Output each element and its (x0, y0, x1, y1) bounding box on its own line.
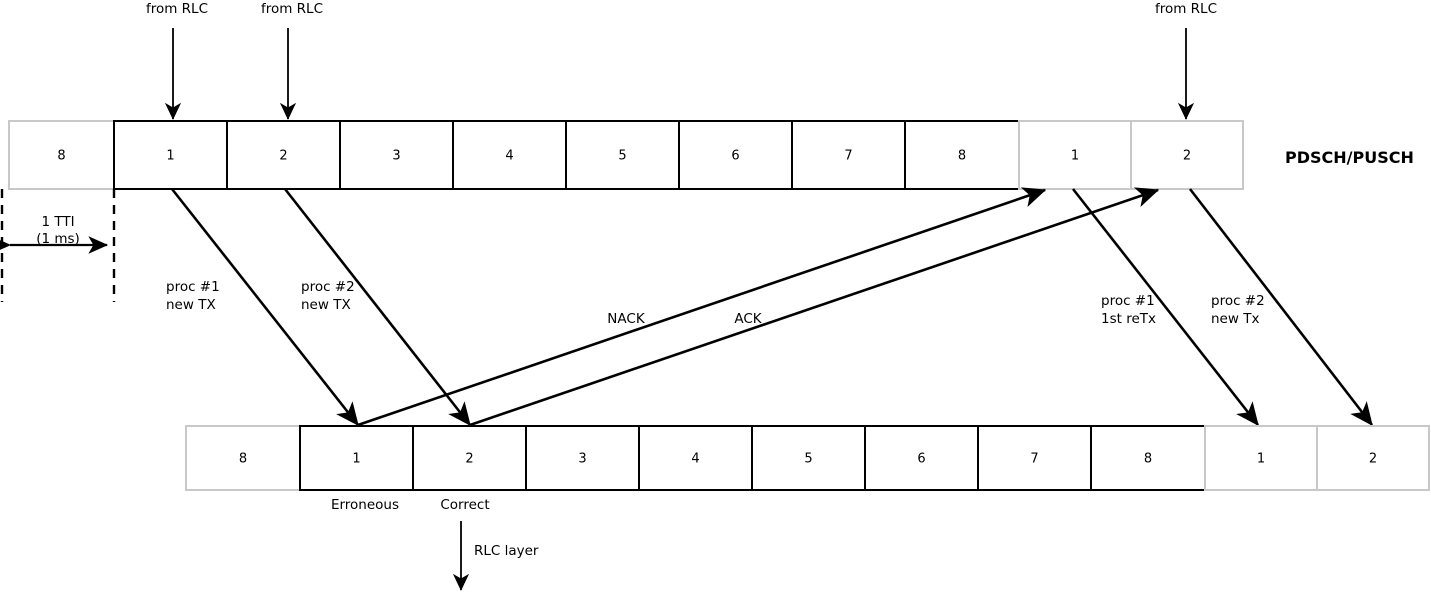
top-cell-5 (565, 120, 680, 190)
top-cell-2 (226, 120, 341, 190)
bottom-cell-0 (185, 425, 301, 491)
tti-label-line1: 1 TTI (41, 214, 74, 230)
bottom-cell-label-9: 1 (1257, 452, 1265, 467)
top-cell-label-9: 1 (1071, 149, 1079, 164)
bottom-cell-6 (864, 425, 979, 491)
top-cell-6 (678, 120, 793, 190)
proc1-retx-label-line2: 1st reTx (1101, 311, 1156, 327)
feedback-arrows: NACK ACK (357, 187, 1160, 427)
top-cell-label-1: 1 (166, 149, 174, 164)
bottom-cell-label-10: 2 (1369, 452, 1377, 467)
proc1-new-label-line1: proc #1 (166, 279, 220, 295)
top-cell-label-6: 6 (731, 149, 739, 164)
bottom-cell-3 (525, 425, 640, 491)
top-cell-9 (1018, 120, 1132, 190)
correct-label: Correct (440, 497, 489, 513)
from-rlc-label-1: from RLC (146, 1, 208, 17)
bottom-cell-9 (1204, 425, 1318, 491)
rlc-layer-group: RLC layer (452, 521, 539, 591)
bottom-cell-10 (1316, 425, 1430, 491)
ack-label: ACK (734, 311, 762, 327)
bottom-cell-7 (977, 425, 1092, 491)
bottom-cell-1 (299, 425, 414, 491)
top-cell-label-10: 2 (1183, 149, 1191, 164)
nack-arrow (357, 187, 1047, 427)
ack-arrow (469, 187, 1160, 427)
bottom-cell-label-1: 1 (352, 452, 360, 467)
bottom-cell-label-7: 7 (1030, 452, 1038, 467)
top-cell-label-4: 4 (505, 149, 513, 164)
from-rlc-group: from RLC from RLC from RLC (146, 1, 1217, 120)
top-row-timeline: 8 1 2 3 4 5 6 7 8 1 2 (8, 120, 1244, 190)
top-cell-label-8: 8 (958, 149, 966, 164)
bottom-cell-label-2: 2 (465, 452, 473, 467)
proc2-new-label-line1: proc #2 (301, 279, 355, 295)
top-cell-1 (113, 120, 228, 190)
bottom-cell-label-3: 3 (578, 452, 586, 467)
top-cell-10 (1130, 120, 1244, 190)
proc2-newtx-label-line1: proc #2 (1211, 293, 1265, 309)
proc1-new-label-line2: new TX (166, 297, 216, 313)
bottom-cell-label-6: 6 (917, 452, 925, 467)
top-cell-7 (791, 120, 906, 190)
bottom-cell-4 (638, 425, 753, 491)
from-rlc-label-3: from RLC (1155, 1, 1217, 17)
bottom-cell-label-5: 5 (804, 452, 812, 467)
top-cell-0 (8, 120, 115, 190)
bottom-cell-2 (412, 425, 527, 491)
decode-result-labels: Erroneous Correct (331, 497, 490, 513)
top-cell-label-5: 5 (618, 149, 626, 164)
bottom-row-timeline: 8 1 2 3 4 5 6 7 8 1 2 (185, 425, 1430, 491)
rlc-layer-label: RLC layer (474, 543, 539, 559)
proc1-retx-label-line1: proc #1 (1101, 293, 1155, 309)
bottom-cell-label-8: 8 (1144, 452, 1152, 467)
tti-label-line2: (1 ms) (36, 231, 80, 247)
process-annotations: proc #1 new TX proc #2 new TX proc #1 1s… (166, 279, 1265, 327)
tx-arrow-proc1-new (170, 188, 360, 427)
bottom-cell-label-4: 4 (691, 452, 699, 467)
tti-dimension: 1 TTI (1 ms) (0, 189, 116, 302)
proc2-newtx-label-line2: new Tx (1211, 311, 1259, 327)
channel-title: PDSCH/PUSCH (1285, 148, 1414, 167)
from-rlc-label-2: from RLC (261, 1, 323, 17)
top-cell-8 (904, 120, 1020, 190)
top-cell-label-3: 3 (392, 149, 400, 164)
tx-arrow-proc2-newtx (1188, 188, 1374, 427)
top-cell-label-7: 7 (844, 149, 852, 164)
top-cell-label-0: 8 (57, 149, 65, 164)
bottom-cell-label-0: 8 (239, 452, 247, 467)
nack-label: NACK (607, 311, 646, 327)
transmission-arrows (170, 188, 1374, 427)
tx-arrow-proc1-retx (1071, 188, 1260, 427)
erroneous-label: Erroneous (331, 497, 399, 513)
proc2-new-label-line2: new TX (301, 297, 351, 313)
top-cell-label-2: 2 (279, 149, 287, 164)
tx-arrow-proc2-new (283, 188, 472, 427)
top-cell-4 (452, 120, 567, 190)
